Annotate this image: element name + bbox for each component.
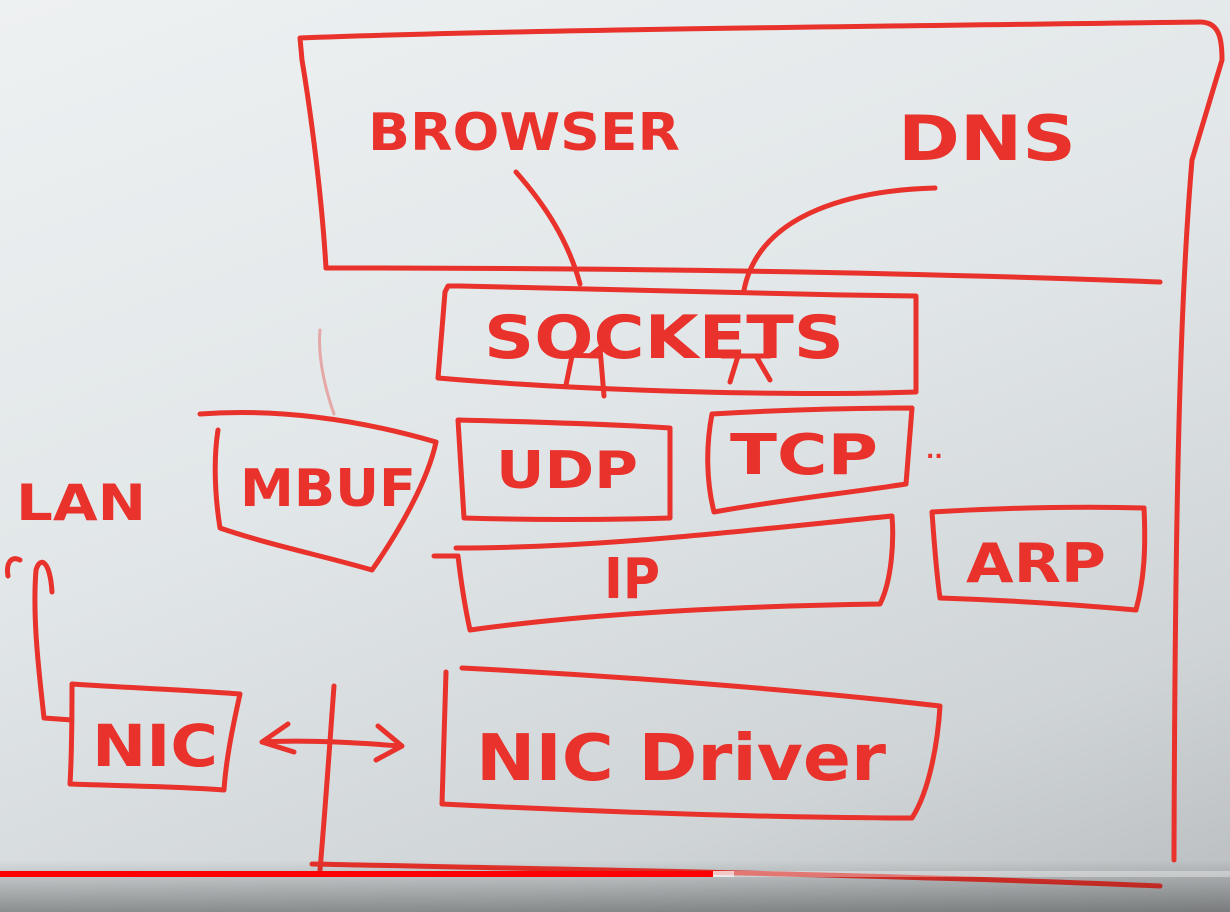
ellipsis-label: ..: [926, 439, 943, 464]
video-controls-overlay: [0, 860, 1230, 912]
sockets-label: SOCKETS: [484, 303, 844, 373]
lan-label: LAN: [16, 474, 146, 532]
nic-driver-label: NIC Driver: [476, 722, 886, 796]
sockets-box: [435, 283, 919, 396]
browser-connector: [513, 169, 583, 287]
nic-label: NIC: [92, 712, 218, 780]
arp-label: ARP: [966, 532, 1106, 595]
video-played-bar: [0, 871, 714, 877]
mbuf-label: MBUF: [240, 459, 416, 519]
userspace-divider: [323, 265, 1163, 285]
ip-box: [431, 513, 896, 633]
sockets-handle-right: [719, 353, 773, 385]
lan-link: [5, 556, 75, 723]
tcp-box: [705, 405, 915, 515]
nic-arrow: [259, 721, 405, 763]
dns-connector: [741, 185, 938, 293]
arp-box: [929, 504, 1148, 613]
nic-box: [67, 681, 243, 793]
kernel-frame: [297, 19, 1225, 889]
sockets-handle-left: [557, 345, 607, 399]
udp-box: [455, 417, 673, 522]
driver-divider: [317, 683, 337, 873]
video-progress-bar[interactable]: [0, 871, 1230, 877]
ip-label: IP: [604, 547, 660, 612]
udp-label: UDP: [496, 441, 638, 501]
browser-label: BROWSER: [368, 103, 680, 163]
mbuf-lead: [318, 328, 336, 416]
tcp-label: TCP: [730, 423, 878, 488]
mbuf-box: [197, 409, 439, 573]
nic-driver-box: [439, 665, 943, 821]
dns-label: DNS: [898, 102, 1076, 175]
